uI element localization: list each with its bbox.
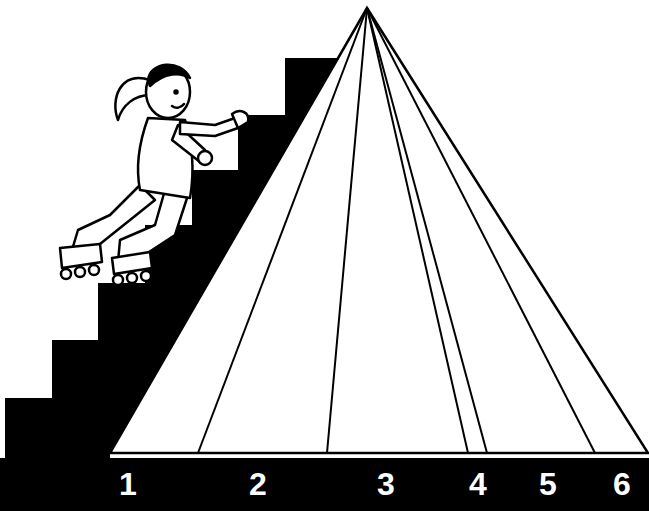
position-number: 3: [377, 466, 395, 502]
position-number: 4: [469, 466, 487, 502]
position-number: 6: [613, 466, 631, 502]
position-number: 5: [539, 466, 557, 502]
ray-lines: [198, 8, 595, 453]
position-number: 1: [119, 466, 137, 502]
triangle: [110, 8, 648, 453]
skater-girl: [60, 65, 248, 285]
position-number: 2: [249, 466, 267, 502]
